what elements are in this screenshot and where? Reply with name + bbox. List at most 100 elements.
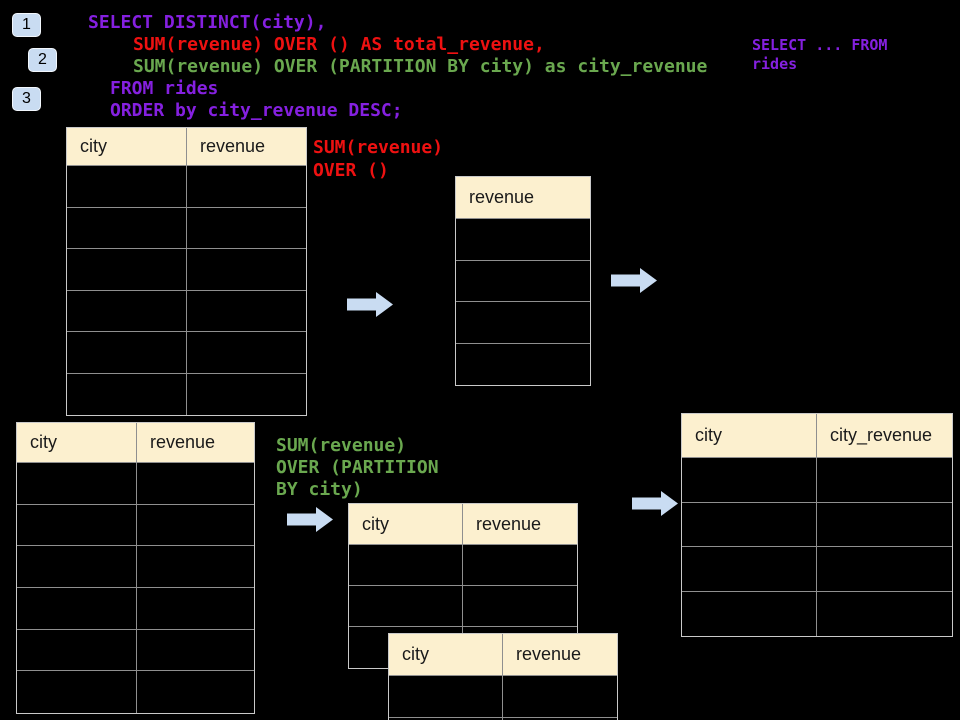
table-header-cell: city bbox=[17, 423, 137, 463]
table-empty-cell bbox=[17, 588, 137, 630]
table-row bbox=[682, 591, 952, 637]
table-empty-cell bbox=[463, 586, 577, 627]
table-empty-cell bbox=[67, 373, 187, 415]
label-line: SUM(revenue) bbox=[276, 435, 407, 456]
table-empty-cell bbox=[456, 302, 590, 344]
table-empty-cell bbox=[389, 718, 503, 720]
table-header-cell: revenue bbox=[456, 177, 590, 219]
table-header-cell: revenue bbox=[137, 423, 254, 463]
table-row bbox=[682, 502, 952, 547]
step-badge-3: 3 bbox=[12, 87, 41, 111]
table-header-cell: city bbox=[682, 414, 817, 458]
arrow-right-icon bbox=[287, 507, 333, 532]
table-row bbox=[67, 166, 306, 208]
label-line: OVER (PARTITION bbox=[276, 457, 439, 478]
sql-code-line: SUM(revenue) OVER (PARTITION BY city) as… bbox=[133, 56, 708, 77]
flow-arrow-1 bbox=[347, 292, 393, 317]
step-badge-2: 2 bbox=[28, 48, 57, 72]
table-header-cell: revenue bbox=[503, 634, 617, 676]
table-empty-cell bbox=[187, 166, 306, 208]
table-empty-cell bbox=[682, 458, 817, 503]
table-empty-cell bbox=[817, 503, 952, 547]
arrow-right-icon bbox=[347, 292, 393, 317]
table-empty-cell bbox=[349, 586, 463, 627]
table-row bbox=[349, 586, 577, 627]
flow-arrow-3 bbox=[287, 507, 333, 532]
table-header-cell: revenue bbox=[463, 504, 577, 545]
table-row bbox=[389, 676, 617, 718]
table-empty-cell bbox=[503, 676, 617, 718]
table-empty-cell bbox=[187, 208, 306, 249]
table-empty-cell bbox=[137, 588, 254, 630]
sum-over-total-label: SUM(revenue)OVER () bbox=[313, 136, 443, 182]
sql-code-line: SUM(revenue) OVER () AS total_revenue, bbox=[133, 34, 545, 55]
table-empty-cell bbox=[187, 374, 306, 416]
table-empty-cell bbox=[17, 546, 137, 589]
table-row bbox=[456, 261, 590, 302]
table-header-cell: city_revenue bbox=[817, 414, 952, 458]
table-empty-cell bbox=[682, 547, 817, 592]
sql-code-line: FROM rides bbox=[110, 78, 219, 99]
table-empty-cell bbox=[17, 463, 137, 505]
table-empty-cell bbox=[456, 219, 590, 261]
table-header-cell: revenue bbox=[187, 128, 306, 166]
table-header-cell: city bbox=[349, 504, 463, 545]
table-empty-cell bbox=[463, 545, 577, 586]
table-empty-cell bbox=[17, 629, 137, 672]
arrow-right-icon bbox=[632, 491, 678, 516]
table-empty-cell bbox=[817, 592, 952, 637]
table-header-cell: city bbox=[67, 128, 187, 166]
table-empty-cell bbox=[456, 261, 590, 302]
sql-code-line: SELECT DISTINCT(city), bbox=[88, 12, 327, 33]
sql-code-block: SELECT DISTINCT(city),SUM(revenue) OVER … bbox=[88, 12, 707, 122]
table-empty-cell bbox=[67, 290, 187, 332]
table-row bbox=[389, 718, 617, 720]
table-header-cell: city bbox=[389, 634, 503, 676]
table-row bbox=[67, 290, 306, 332]
table-empty-cell bbox=[137, 671, 254, 713]
table-row bbox=[67, 373, 306, 416]
table-row bbox=[456, 344, 590, 386]
table-empty-cell bbox=[389, 676, 503, 718]
label-line: SUM(revenue) bbox=[313, 137, 444, 158]
table-row bbox=[682, 458, 952, 503]
table-empty-cell bbox=[817, 547, 952, 592]
table-empty-cell bbox=[137, 505, 254, 547]
table-row bbox=[456, 302, 590, 344]
table-row bbox=[17, 463, 254, 505]
table-row bbox=[349, 545, 577, 586]
table-empty-cell bbox=[817, 458, 952, 503]
table-empty-cell bbox=[456, 344, 590, 386]
label-line: OVER () bbox=[313, 160, 389, 181]
table-empty-cell bbox=[187, 249, 306, 291]
total-revenue-intermediate-table: revenue bbox=[455, 176, 591, 386]
table-empty-cell bbox=[137, 463, 254, 505]
table-row bbox=[456, 219, 590, 261]
table-empty-cell bbox=[67, 207, 187, 249]
table-row bbox=[67, 249, 306, 291]
table-empty-cell bbox=[682, 591, 817, 636]
table-row bbox=[17, 588, 254, 630]
flow-arrow-2 bbox=[611, 268, 657, 293]
arrow-right-icon bbox=[611, 268, 657, 293]
table-empty-cell bbox=[137, 630, 254, 672]
table-empty-cell bbox=[67, 166, 187, 208]
table-row bbox=[17, 671, 254, 714]
table-row bbox=[67, 207, 306, 249]
table-empty-cell bbox=[67, 249, 187, 291]
step-badge-1: 1 bbox=[12, 13, 41, 37]
flow-arrow-4 bbox=[632, 491, 678, 516]
note-line: rides bbox=[752, 55, 798, 73]
table-row bbox=[17, 546, 254, 589]
table-row bbox=[17, 629, 254, 672]
table-row bbox=[67, 332, 306, 374]
table-empty-cell bbox=[137, 546, 254, 589]
sql-code-line: ORDER by city_revenue DESC; bbox=[110, 100, 403, 121]
